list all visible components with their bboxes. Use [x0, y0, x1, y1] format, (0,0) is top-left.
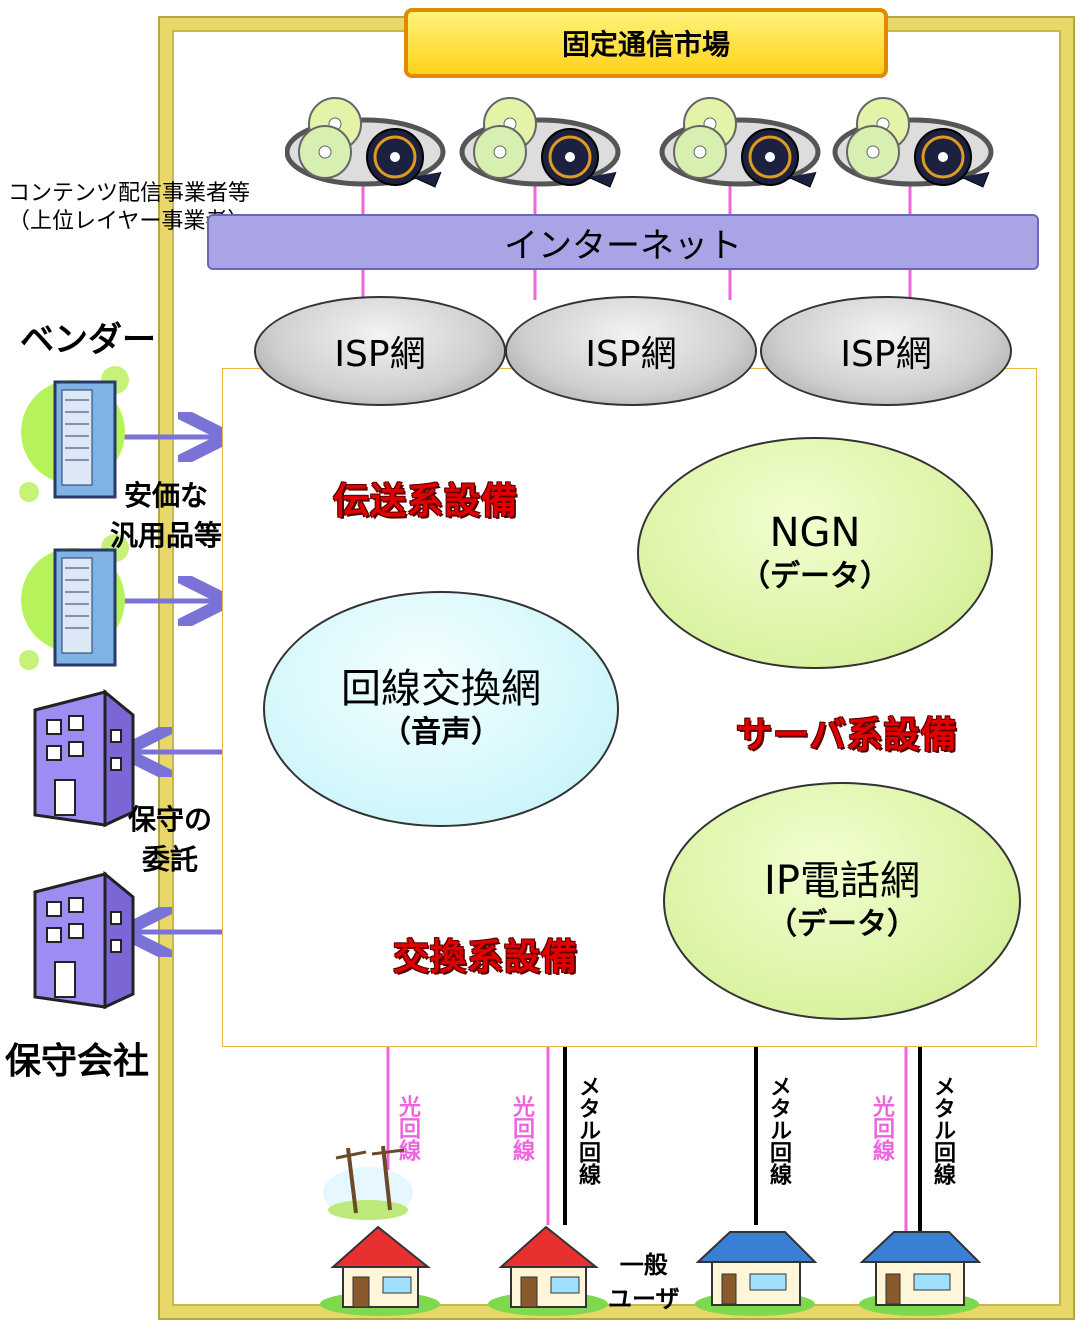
ip-phone-name: IP電話網	[764, 858, 920, 904]
market-title: 固定通信市場	[404, 8, 888, 78]
ngn-sub: （データ）	[740, 559, 890, 594]
fiber-line-label-3: 光回線	[869, 1095, 894, 1161]
metal-line-label-1: メタル回線	[575, 1075, 600, 1185]
cheap-goods-label: 安価な 汎用品等	[110, 479, 223, 552]
maintenance-company-label: 保守会社	[5, 1041, 150, 1082]
house-icon-1	[320, 1225, 440, 1316]
internet-bar: インターネット	[207, 214, 1039, 270]
ip-phone-network: IP電話網 （データ）	[663, 782, 1021, 1020]
circuit-sub: （音声）	[381, 715, 501, 750]
utility-pole-icon	[323, 1145, 413, 1220]
isp-network-3: ISP網	[760, 296, 1012, 406]
ip-phone-sub: （データ）	[767, 907, 917, 942]
ngn-name: NGN	[769, 510, 861, 556]
maintenance-outsource-label: 保守の 委託	[128, 803, 213, 876]
disc-reel-icon-4	[832, 97, 994, 188]
house-icon-4	[859, 1231, 982, 1316]
disc-reel-icon-1	[285, 97, 446, 188]
circuit-name: 回線交換網	[341, 666, 541, 712]
switching-equipment-label: 交換系設備	[393, 937, 579, 978]
fiber-line-label-2: 光回線	[509, 1095, 534, 1161]
disc-reel-icon-3	[659, 97, 821, 188]
circuit-switched-network: 回線交換網 （音声）	[263, 591, 619, 827]
ngn-network: NGN （データ）	[637, 437, 993, 669]
metal-line-label-3: メタル回線	[930, 1075, 955, 1185]
house-icon-3	[695, 1231, 818, 1316]
server-icon-1	[19, 366, 129, 502]
disc-reel-icon-2	[459, 97, 621, 188]
isp-network-2: ISP網	[505, 296, 757, 406]
general-user-label: 一般 ユーザ	[608, 1251, 680, 1313]
building-icon-1	[33, 688, 135, 828]
house-icon-2	[488, 1225, 608, 1316]
server-icon-2	[19, 534, 129, 670]
isp-network-1: ISP網	[254, 296, 506, 406]
content-provider-icons	[285, 97, 994, 188]
vendor-label: ベンダー	[20, 320, 156, 360]
building-icon-2	[33, 870, 135, 1010]
server-equipment-label: サーバ系設備	[736, 715, 958, 756]
metal-line-label-2: メタル回線	[766, 1075, 791, 1185]
transmission-equipment-label: 伝送系設備	[333, 481, 519, 522]
